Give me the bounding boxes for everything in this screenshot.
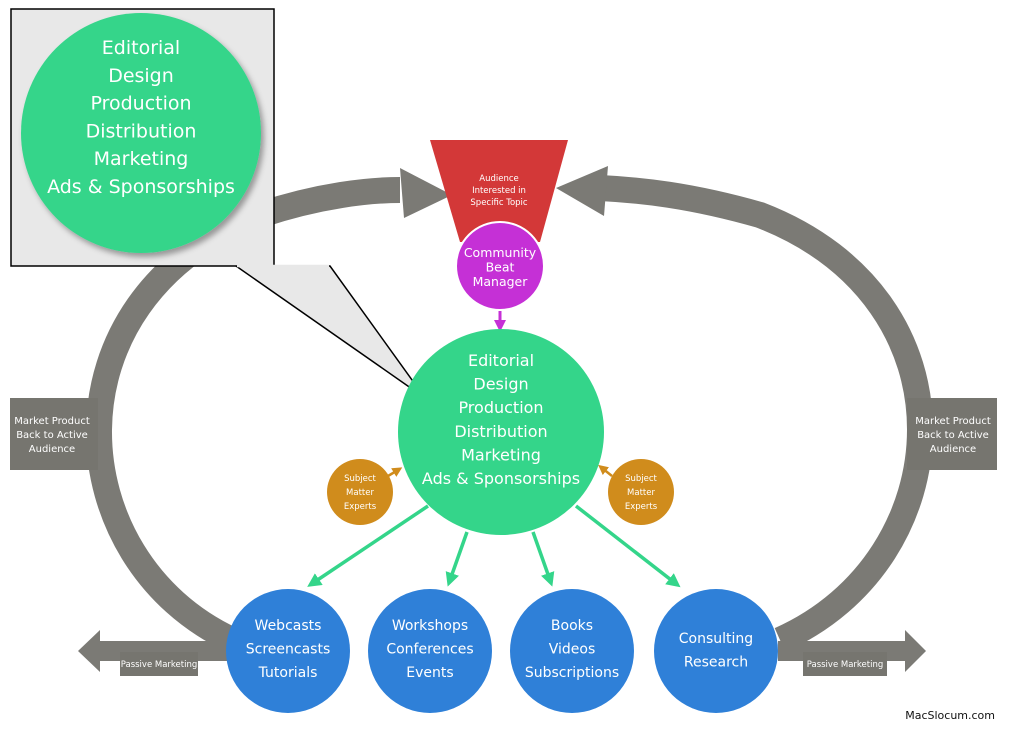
experts-right-label-line: Subject bbox=[625, 474, 657, 484]
callout-label-line: Production bbox=[90, 93, 191, 115]
product-2-label-line: Subscriptions bbox=[525, 665, 619, 681]
experts-right-label-line: Matter bbox=[627, 488, 655, 498]
experts-left-label-line: Experts bbox=[344, 502, 377, 512]
core-label-line: Marketing bbox=[461, 445, 541, 464]
passive-label-right: Passive Marketing bbox=[807, 660, 884, 670]
product-3-label-line: Consulting bbox=[679, 631, 753, 647]
funnel-label-line: Audience bbox=[479, 174, 518, 184]
product-1-label-line: Conferences bbox=[386, 642, 473, 658]
experts-left-label-line: Subject bbox=[344, 474, 376, 484]
community-label-line: Community bbox=[464, 245, 537, 260]
core-label-line: Editorial bbox=[468, 351, 534, 370]
community-label-line: Manager bbox=[473, 274, 529, 289]
loop-arc-left bbox=[86, 177, 401, 652]
experts-left-arrow bbox=[387, 467, 403, 478]
funnel-label-line: Specific Topic bbox=[470, 198, 527, 208]
side-right-text-line: Back to Active bbox=[917, 430, 989, 441]
callout-label-line: Distribution bbox=[86, 120, 197, 142]
callout-pointer bbox=[233, 265, 426, 399]
callout-label-line: Ads & Sponsorships bbox=[47, 176, 235, 198]
product-0-label-line: Screencasts bbox=[246, 642, 331, 658]
core-label-line: Distribution bbox=[454, 422, 547, 441]
side-right-text-line: Audience bbox=[930, 444, 976, 455]
passive-label-box-left bbox=[120, 652, 198, 676]
callout-label-line: Design bbox=[108, 65, 174, 87]
funnel-label-line: Interested in bbox=[472, 186, 526, 196]
watermark: MacSlocum.com bbox=[905, 709, 995, 722]
core-to-product-arrows bbox=[307, 504, 681, 588]
product-1-label-line: Events bbox=[406, 665, 453, 681]
callout-circle bbox=[21, 13, 261, 253]
product-0-label-line: Webcasts bbox=[255, 618, 322, 634]
community-label-line: Beat bbox=[486, 260, 515, 275]
product-0-label-line: Tutorials bbox=[258, 665, 318, 681]
loop-arrowhead-right bbox=[556, 166, 608, 216]
core-label-line: Ads & Sponsorships bbox=[422, 469, 580, 488]
experts-right-arrow bbox=[598, 464, 613, 477]
product-2-label-line: Videos bbox=[549, 642, 596, 658]
core-label-line: Production bbox=[458, 398, 543, 417]
passive-marketing-right: Passive Marketing bbox=[778, 630, 926, 676]
side-left-text-line: Audience bbox=[29, 444, 75, 455]
side-right-text-line: Market Product bbox=[915, 416, 991, 427]
passive-marketing-left: Passive Marketing bbox=[78, 630, 230, 676]
side-left-text-line: Back to Active bbox=[16, 430, 88, 441]
loop-arrowhead-left bbox=[400, 168, 452, 218]
side-left-text-line: Market Product bbox=[14, 416, 90, 427]
passive-label-box-right bbox=[803, 652, 887, 676]
callout-label-line: Editorial bbox=[102, 37, 180, 59]
product-2-label-line: Books bbox=[551, 618, 593, 634]
experts-right-label-line: Experts bbox=[625, 502, 658, 512]
product-1-label-line: Workshops bbox=[392, 618, 468, 634]
feedback-loop bbox=[86, 166, 933, 652]
core-label-line: Design bbox=[473, 375, 528, 394]
experts-left-label-line: Matter bbox=[346, 488, 374, 498]
product-3-label-line: Research bbox=[684, 655, 748, 671]
loop-arc-right bbox=[599, 175, 933, 652]
passive-label-left: Passive Marketing bbox=[121, 660, 198, 670]
callout-label-line: Marketing bbox=[94, 148, 189, 170]
